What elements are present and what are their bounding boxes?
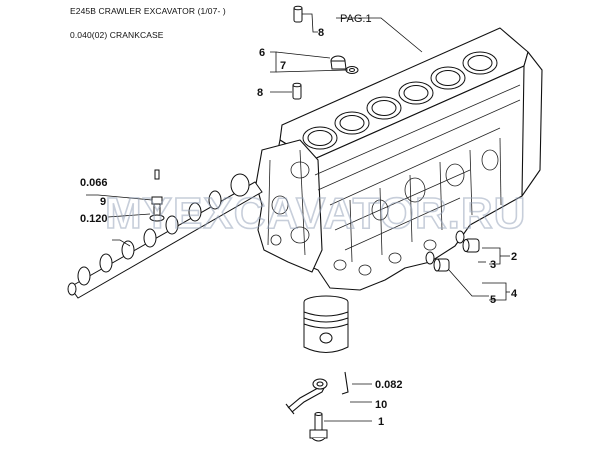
label-8-left: 8 <box>257 87 263 99</box>
crankcase-block[interactable] <box>255 27 543 291</box>
label-4: 4 <box>511 288 518 300</box>
label-2: 2 <box>511 251 517 263</box>
label-5: 5 <box>490 294 496 306</box>
label-10: 10 <box>375 399 387 411</box>
plug-6[interactable] <box>330 55 347 70</box>
bolt-1[interactable] <box>309 412 328 442</box>
camshaft-pin[interactable] <box>154 169 160 180</box>
leader-lines <box>86 13 510 422</box>
camshaft[interactable] <box>67 173 263 299</box>
dowel-pin-8-left[interactable] <box>292 82 302 100</box>
dowel-pin-8-top[interactable] <box>293 5 303 23</box>
bolt-9[interactable] <box>149 196 165 222</box>
label-0120: 0.120 <box>80 213 108 225</box>
washer-5[interactable] <box>425 251 435 265</box>
cylinder-bores <box>302 51 498 150</box>
block-details <box>267 84 521 276</box>
label-0082: 0.082 <box>375 379 403 391</box>
plug-5[interactable] <box>433 258 450 272</box>
label-1: 1 <box>378 416 384 428</box>
label-0066: 0.066 <box>80 177 108 189</box>
piston[interactable] <box>303 295 349 353</box>
oil-nozzle-10[interactable] <box>285 371 349 415</box>
label-8-top: 8 <box>318 27 324 39</box>
label-3: 3 <box>490 259 496 271</box>
label-pag: PAG.1 <box>340 13 372 25</box>
diagram-subtitle: 0.040(02) CRANKCASE <box>70 30 164 40</box>
watermark-text: MYEXCAVATOR.RU <box>105 189 526 238</box>
plug-3[interactable] <box>462 238 480 253</box>
label-9: 9 <box>100 196 106 208</box>
label-7: 7 <box>280 60 286 72</box>
washer-3[interactable] <box>455 230 465 244</box>
diagram-title: E245B CRAWLER EXCAVATOR (1/07- ) <box>70 6 226 16</box>
label-6: 6 <box>259 47 265 59</box>
